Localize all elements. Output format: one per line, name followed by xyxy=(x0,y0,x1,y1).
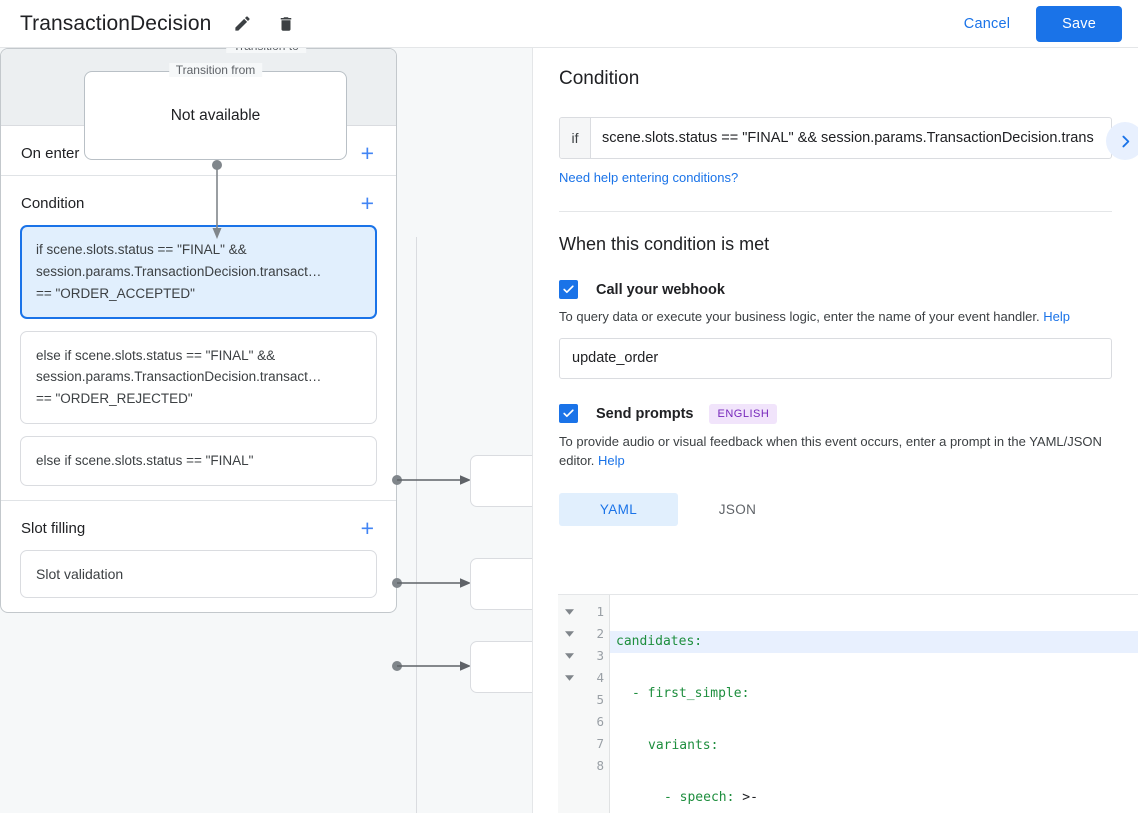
fold-toggle-icon[interactable] xyxy=(558,623,580,645)
save-button[interactable]: Save xyxy=(1036,5,1122,42)
line-number: 4 xyxy=(596,670,604,685)
code-line: - first_simple: xyxy=(610,683,1138,705)
transition-from-legend: Transition from xyxy=(168,63,263,77)
editor-fold-column xyxy=(558,595,580,813)
section-on-enter: On enter + xyxy=(1,126,396,176)
webhook-hint: To query data or execute your business l… xyxy=(559,308,1112,327)
webhook-checkbox-row[interactable]: Call your webhook xyxy=(559,280,1112,299)
condition-line-2: session.params.TransactionDecision.trans… xyxy=(36,263,322,279)
webhook-hint-text: To query data or execute your business l… xyxy=(559,309,1040,324)
code-key: candidates: xyxy=(616,634,703,649)
code-line: candidates: xyxy=(610,631,1138,653)
target-box-rejected[interactable] xyxy=(470,558,532,610)
target-box-final[interactable] xyxy=(470,641,532,693)
condition-heading: Condition xyxy=(559,68,640,89)
code-line: - speech: >- xyxy=(610,787,1138,809)
workspace: Transition from Not available Transition… xyxy=(0,48,1138,813)
page-title: TransactionDecision xyxy=(20,11,212,35)
webhook-handler-input[interactable] xyxy=(559,337,1112,379)
send-prompts-hint-text: To provide audio or visual feedback when… xyxy=(559,433,1102,468)
tab-json[interactable]: JSON xyxy=(718,501,757,517)
webhook-help-link[interactable]: Help xyxy=(1043,309,1070,324)
top-bar: TransactionDecision Cancel Save xyxy=(0,0,1138,48)
code-key: variants: xyxy=(648,738,719,753)
add-slot-filling-icon[interactable]: + xyxy=(360,515,374,542)
transition-to-legend: Transition to xyxy=(226,48,306,53)
pencil-icon[interactable] xyxy=(229,11,255,37)
section-title-slot-filling: Slot filling xyxy=(21,520,86,538)
panel-divider xyxy=(559,211,1112,212)
condition-section: Condition if scene.slots.status == "FINA… xyxy=(533,48,1138,212)
canvas-guide-line xyxy=(416,237,417,813)
tab-yaml[interactable]: YAML xyxy=(559,492,678,526)
line-number: 8 xyxy=(596,758,604,773)
condition-list: if scene.slots.status == "FINAL" && sess… xyxy=(1,225,396,500)
line-number: 2 xyxy=(596,626,604,641)
condition-card-final[interactable]: else if scene.slots.status == "FINAL" xyxy=(20,436,377,487)
slot-filling-list: Slot validation xyxy=(1,550,396,612)
condition-line-3: == "ORDER_REJECTED" xyxy=(36,391,193,407)
add-on-enter-icon[interactable]: + xyxy=(360,140,374,166)
slot-validation-card[interactable]: Slot validation xyxy=(20,550,377,599)
if-label: if xyxy=(560,118,591,158)
condition-expression-input[interactable]: scene.slots.status == "FINAL" && session… xyxy=(602,130,1094,146)
line-number: 1 xyxy=(596,604,604,619)
send-prompts-checkbox-row[interactable]: Send prompts ENGLISH xyxy=(559,403,1112,424)
trash-icon[interactable] xyxy=(273,11,299,37)
transition-connector-arrow xyxy=(212,160,222,239)
fold-toggle-icon[interactable] xyxy=(558,601,580,623)
send-prompts-checkbox[interactable] xyxy=(559,404,578,424)
line-number: 3 xyxy=(596,648,604,663)
cancel-button[interactable]: Cancel xyxy=(950,7,1024,41)
transition-from-card[interactable]: Transition from Not available xyxy=(84,63,347,160)
send-prompts-label: Send prompts xyxy=(596,405,694,422)
topbar-actions: Cancel Save xyxy=(950,5,1122,42)
editor-code-area[interactable]: candidates: - first_simple: variants: - … xyxy=(610,595,1138,813)
send-prompts-hint: To provide audio or visual feedback when… xyxy=(559,433,1112,471)
fold-toggle-icon[interactable] xyxy=(558,667,580,689)
when-met-heading: When this condition is met xyxy=(559,234,770,254)
add-condition-icon[interactable]: + xyxy=(360,190,374,216)
send-prompts-help-link[interactable]: Help xyxy=(598,452,625,468)
target-box-accepted[interactable] xyxy=(470,455,532,507)
section-slot-filling: Slot filling + Slot validation xyxy=(1,501,396,612)
section-title-condition: Condition xyxy=(21,195,85,212)
condition-arrow-final xyxy=(392,661,471,671)
webhook-label: Call your webhook xyxy=(596,281,725,298)
code-key: - speech: xyxy=(664,790,735,805)
code-rest: >- xyxy=(734,790,758,805)
code-key: - first_simple: xyxy=(632,686,750,701)
section-condition: Condition + if scene.slots.status == "FI… xyxy=(1,176,396,502)
editor-line-numbers: 1 2 3 4 5 6 7 8 xyxy=(580,595,610,813)
chevron-right-icon[interactable] xyxy=(1106,122,1138,160)
line-number: 6 xyxy=(596,714,604,729)
line-number: 5 xyxy=(596,692,604,707)
code-line: variants: xyxy=(610,735,1138,757)
condition-card-rejected[interactable]: else if scene.slots.status == "FINAL" &&… xyxy=(20,330,377,425)
when-condition-met-section: When this condition is met Call your web… xyxy=(533,212,1138,526)
condition-line-2: session.params.TransactionDecision.trans… xyxy=(36,369,322,385)
condition-line-1: if scene.slots.status == "FINAL" && xyxy=(36,242,247,257)
condition-help-link[interactable]: Need help entering conditions? xyxy=(559,170,739,185)
condition-input-row[interactable]: if scene.slots.status == "FINAL" && sess… xyxy=(559,117,1112,159)
editor-format-tabs: YAML JSON xyxy=(559,492,1112,526)
condition-arrow-rejected xyxy=(392,578,471,588)
fold-toggle-icon[interactable] xyxy=(558,645,580,667)
webhook-checkbox[interactable] xyxy=(559,280,578,299)
transition-from-value: Not available xyxy=(170,106,261,124)
line-number: 7 xyxy=(596,736,604,751)
yaml-editor[interactable]: 1 2 3 4 5 6 7 8 candidates: - first_simp… xyxy=(558,594,1138,813)
flow-canvas: Transition from Not available Transition… xyxy=(0,48,532,813)
condition-arrow-accepted xyxy=(392,475,471,485)
condition-card-accepted[interactable]: if scene.slots.status == "FINAL" && sess… xyxy=(20,225,377,319)
language-badge: ENGLISH xyxy=(709,403,778,424)
condition-line-1: else if scene.slots.status == "FINAL" && xyxy=(36,347,276,363)
condition-line-3: == "ORDER_ACCEPTED" xyxy=(36,285,195,301)
section-title-on-enter: On enter xyxy=(21,145,80,162)
condition-line-1: else if scene.slots.status == "FINAL" xyxy=(36,453,254,469)
